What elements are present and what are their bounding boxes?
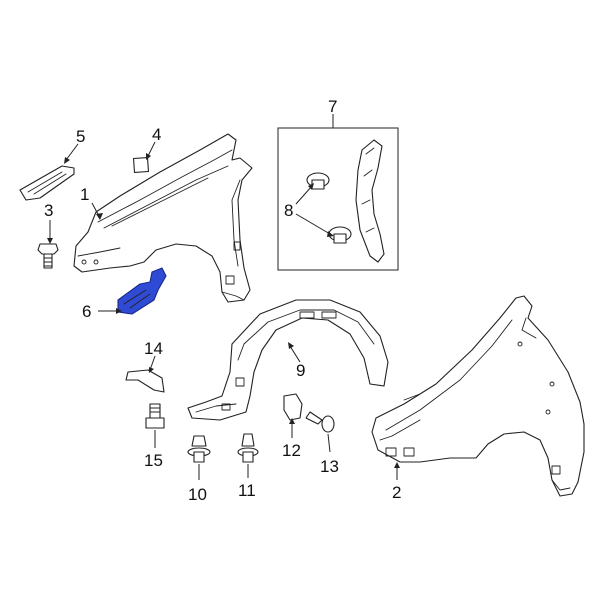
callout-14: 14: [144, 339, 163, 358]
callout-11: 11: [238, 481, 256, 500]
callout-4: 4: [152, 125, 161, 144]
clip-8b[interactable]: [328, 226, 352, 244]
callout-7: 7: [328, 97, 337, 116]
callout-13: 13: [320, 457, 339, 476]
seal-bracket-7[interactable]: [355, 139, 385, 263]
callout-12: 12: [282, 441, 301, 460]
screw-13[interactable]: [305, 411, 335, 433]
callout-9: 9: [296, 361, 305, 380]
callout-1: 1: [80, 185, 89, 204]
callout-10: 10: [188, 485, 207, 504]
callout-6: 6: [82, 302, 91, 321]
callout-labels: 1 2 3 4 5 6 7 8 9 10 11 12 13 14 15: [44, 97, 401, 504]
bolt-15[interactable]: [145, 403, 165, 429]
callout-15: 15: [144, 451, 163, 470]
clip-8a[interactable]: [306, 172, 330, 190]
bracket-14[interactable]: [125, 369, 165, 393]
callout-3: 3: [44, 201, 53, 220]
bolt-3[interactable]: [37, 243, 59, 269]
pad-4[interactable]: [132, 156, 150, 174]
push-clip-10[interactable]: [187, 435, 211, 463]
fender-liner-9[interactable]: [187, 299, 389, 421]
callout-8: 8: [284, 201, 293, 220]
fender-left[interactable]: [73, 133, 253, 303]
push-clip-11[interactable]: [237, 433, 259, 463]
retainer-12[interactable]: [283, 393, 303, 421]
leader-lines: [47, 114, 400, 480]
seal-5[interactable]: [19, 165, 75, 201]
detail-box-7: [277, 127, 399, 271]
fender-right[interactable]: [371, 295, 585, 497]
callout-2: 2: [392, 483, 401, 502]
callout-5: 5: [76, 127, 85, 146]
bracket-6-highlighted[interactable]: [117, 267, 167, 315]
